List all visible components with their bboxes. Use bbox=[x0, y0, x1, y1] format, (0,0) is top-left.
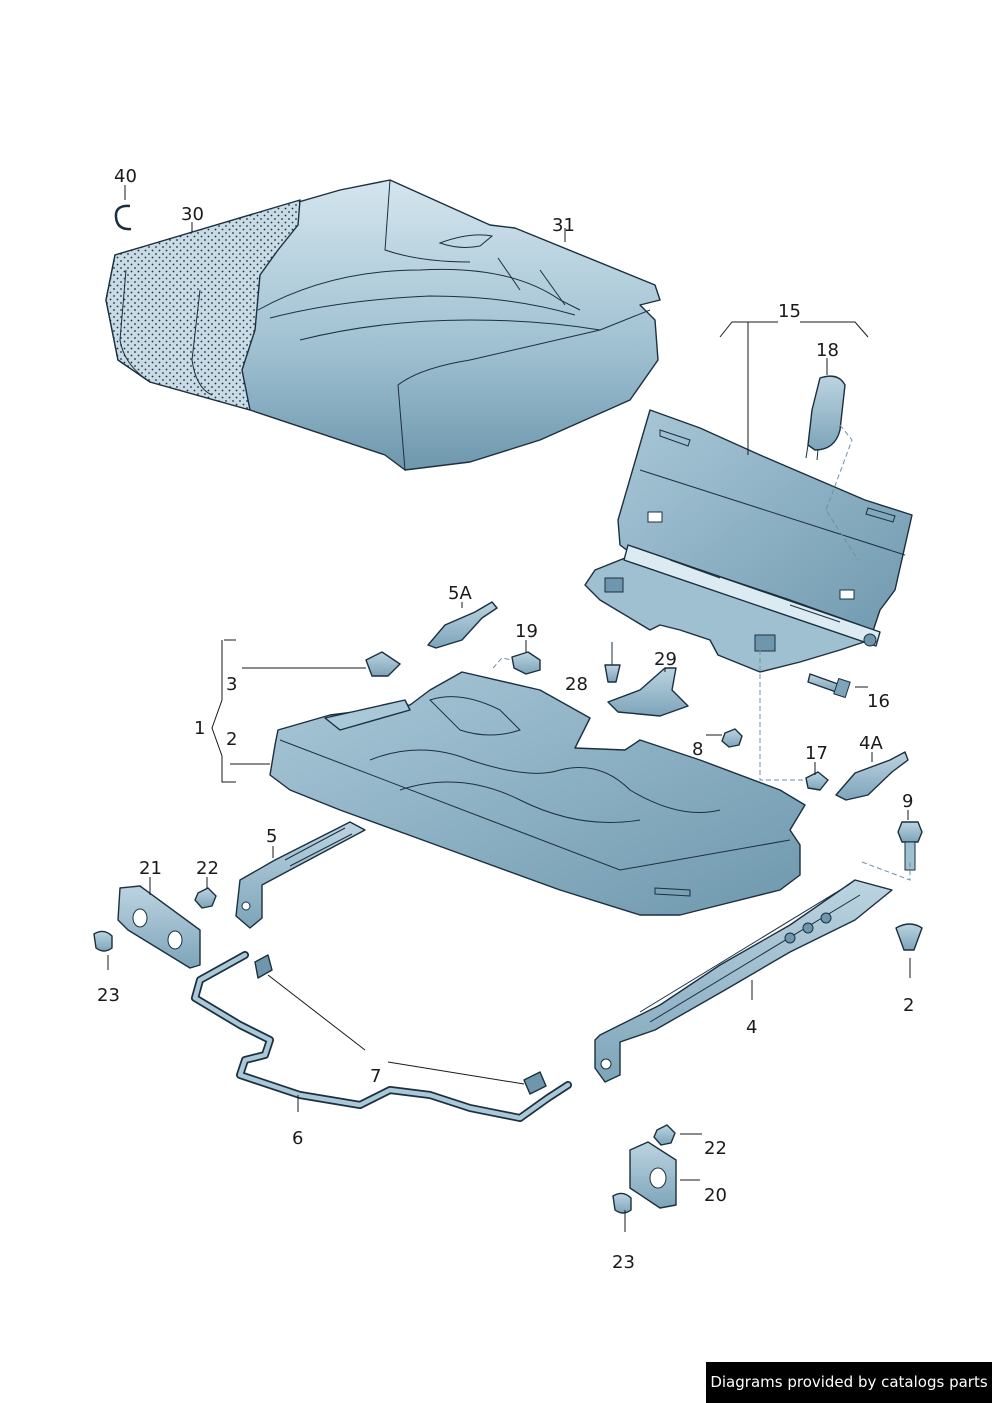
seat-cushion bbox=[105, 179, 661, 471]
callout-7: 7 bbox=[370, 1066, 381, 1087]
bolt-9 bbox=[897, 821, 923, 871]
plug-23-left bbox=[93, 930, 113, 952]
callout-23-left: 23 bbox=[97, 985, 120, 1006]
leader-lines bbox=[107, 185, 911, 1232]
callout-29: 29 bbox=[654, 649, 677, 670]
callout-2-pan: 2 bbox=[226, 729, 237, 750]
callout-9: 9 bbox=[902, 791, 913, 812]
callout-21: 21 bbox=[139, 858, 162, 879]
cover-20 bbox=[629, 1141, 677, 1209]
cover-21 bbox=[117, 885, 201, 969]
callout-31: 31 bbox=[552, 215, 575, 236]
callout-20: 20 bbox=[704, 1185, 727, 1206]
callout-2-bushing: 2 bbox=[903, 995, 914, 1016]
nut-22-bottom bbox=[653, 1124, 676, 1146]
clip-40-icon bbox=[114, 204, 132, 231]
callout-28: 28 bbox=[565, 674, 588, 695]
callout-5: 5 bbox=[266, 826, 277, 847]
nut-8 bbox=[721, 728, 743, 748]
credit-banner: Diagrams provided by catalogs parts bbox=[706, 1362, 992, 1403]
callout-16: 16 bbox=[867, 691, 890, 712]
rivet-28 bbox=[604, 642, 621, 683]
rail-5 bbox=[235, 821, 366, 929]
pad-7-left bbox=[254, 954, 273, 979]
callout-8: 8 bbox=[692, 739, 703, 760]
callout-4A: 4A bbox=[859, 733, 883, 754]
bushing-2 bbox=[895, 923, 923, 951]
seat-pan bbox=[269, 671, 806, 916]
callout-1: 1 bbox=[194, 718, 205, 739]
clip-3 bbox=[365, 651, 401, 677]
clip-17 bbox=[805, 771, 829, 791]
callout-23-bottom: 23 bbox=[612, 1252, 635, 1273]
clip-19 bbox=[511, 651, 541, 675]
rail-4 bbox=[594, 879, 893, 1083]
callout-4: 4 bbox=[746, 1017, 757, 1038]
bracket-29 bbox=[607, 667, 689, 717]
callout-6: 6 bbox=[292, 1128, 303, 1149]
callout-labels: 40 30 31 15 18 5A 19 29 28 3 1 2 16 8 17… bbox=[97, 166, 914, 1273]
bracket-5A bbox=[427, 601, 498, 649]
plug-23-bottom bbox=[612, 1192, 632, 1214]
seat-frame-panel bbox=[584, 409, 913, 673]
callout-18: 18 bbox=[816, 340, 839, 361]
callout-22-bottom: 22 bbox=[704, 1138, 727, 1159]
callout-19: 19 bbox=[515, 621, 538, 642]
callout-15: 15 bbox=[778, 301, 801, 322]
callout-17: 17 bbox=[805, 743, 828, 764]
callout-3: 3 bbox=[226, 674, 237, 695]
callout-5A: 5A bbox=[448, 583, 472, 604]
callout-40: 40 bbox=[114, 166, 137, 187]
handle bbox=[805, 375, 846, 461]
pad-7-right bbox=[523, 1071, 547, 1095]
callout-30: 30 bbox=[181, 204, 204, 225]
nut-22-left bbox=[194, 887, 217, 909]
callout-22-left: 22 bbox=[196, 858, 219, 879]
screw-16 bbox=[807, 673, 851, 699]
bracket-4A bbox=[835, 751, 909, 801]
